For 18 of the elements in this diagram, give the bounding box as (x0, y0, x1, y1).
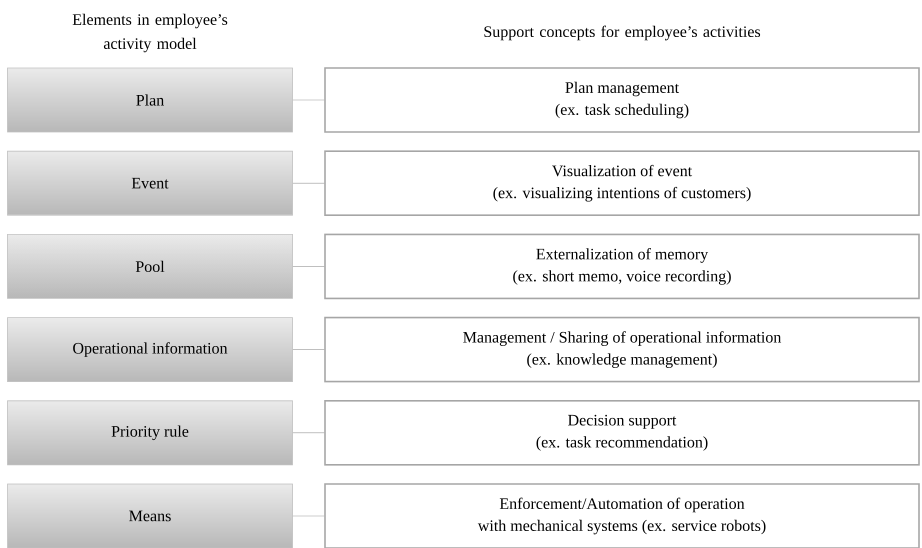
element-box: Operational information (7, 317, 293, 382)
element-box: Means (7, 484, 293, 548)
element-box: Event (7, 150, 293, 216)
concept-box: Decision support (ex. task recommendation) (324, 400, 920, 466)
connector-line (292, 432, 324, 434)
concept-box: Management / Sharing of operational information (ex. knowledge management) (324, 316, 920, 382)
element-box: Pool (7, 234, 293, 299)
column-heading: Elements in employee’s activity model (72, 14, 228, 52)
element-box: Plan (7, 68, 293, 132)
concept-box: Externalization of memory (ex. short memo, voice recording) (324, 234, 920, 300)
element-box: Priority rule (7, 400, 293, 466)
concept-box: Enforcement/Automation of operation with mechanical systems (ex. service robots) (324, 483, 920, 548)
connector-line (292, 349, 324, 350)
connector-line (292, 266, 324, 267)
concept-box: Plan management (ex. task scheduling) (324, 67, 920, 133)
connector-line (292, 182, 324, 184)
column-heading: Support concepts for employee’s activities (484, 26, 760, 40)
concept-box: Visualization of event (ex. visualizing intentions of customers) (324, 150, 920, 216)
